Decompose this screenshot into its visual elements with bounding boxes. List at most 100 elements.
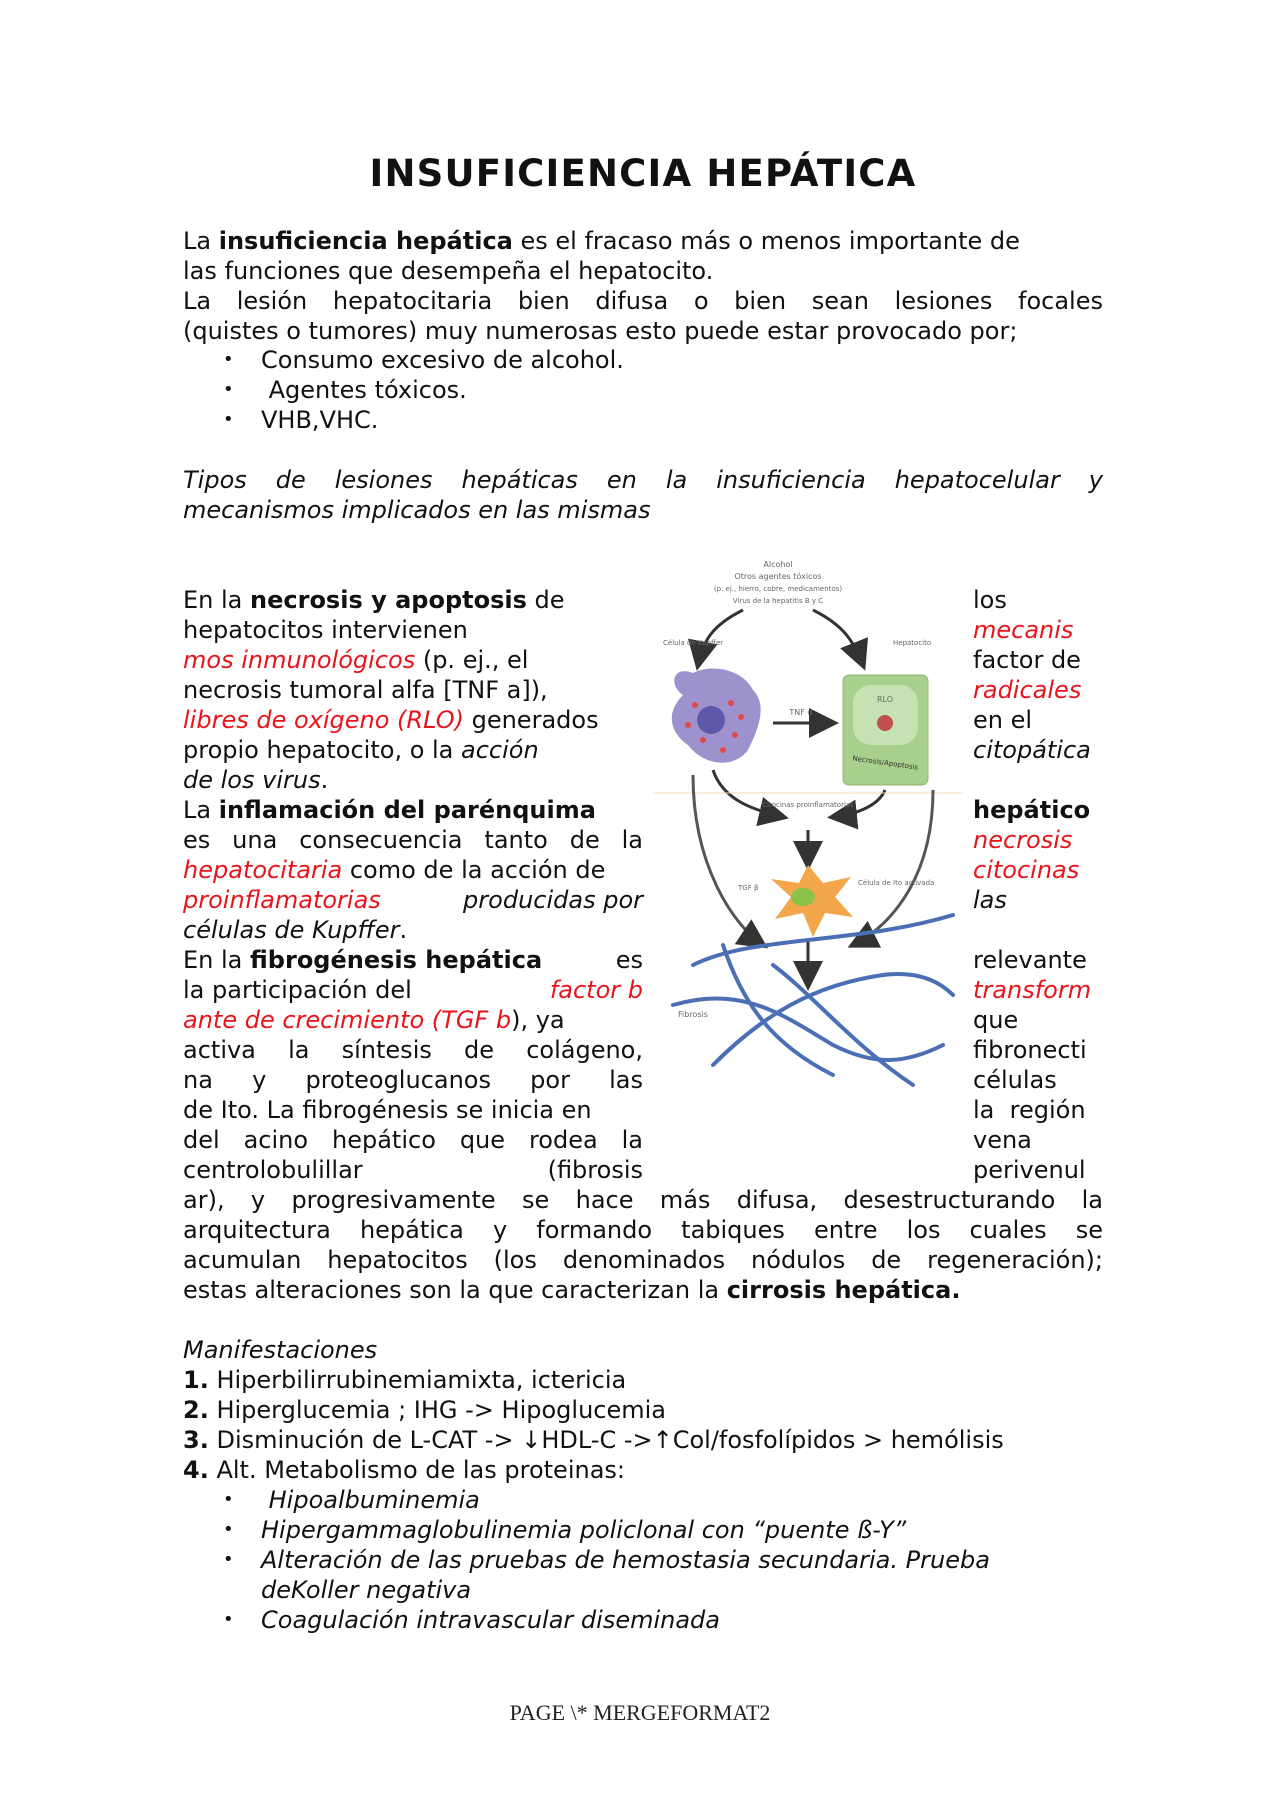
fibrogenesis-line: acumulan hepatocitos (los denominados nó… (183, 1246, 1103, 1274)
necrosis-right: radicales (973, 676, 1082, 704)
bullet-icon: • (223, 409, 234, 430)
necrosis-line: libres de oxígeno (RLO) generados (183, 706, 599, 734)
necrosis-right: mecanis (973, 616, 1074, 644)
bullet-icon: • (223, 1609, 234, 1630)
bullet-icon: • (223, 349, 234, 370)
figure-label-alcohol: Alcohol (763, 560, 792, 569)
intro-text: es el fracaso más o menos importante de (512, 227, 1020, 255)
fibrogenesis-line: de Ito. La fibrogénesis se inicia en (183, 1096, 592, 1124)
manifestacion-item: 2. Hiperglucemia ; IHG -> Hipoglucemia (183, 1396, 666, 1424)
protein-item: Hipoalbuminemia (261, 1486, 480, 1514)
manifestacion-item: 4. Alt. Metabolismo de las proteinas: (183, 1456, 625, 1484)
intro-line-2: las funciones que desempeña el hepatocit… (183, 257, 714, 285)
hepatocyte-nucleus-icon (877, 715, 893, 731)
inflamacion-right: hepático (973, 796, 1091, 824)
fibrogenesis-right: transform (973, 976, 1092, 1004)
intro-line-1: La insuficiencia hepática es el fracaso … (183, 226, 1103, 256)
term-inflamacion: inflamación del parénquima (218, 796, 596, 824)
fibrogenesis-right: fibronecti (973, 1036, 1087, 1064)
inflamacion-line: es una consecuencia tanto de la (183, 826, 643, 854)
necrosis-right: citopática (973, 736, 1091, 764)
ito-nucleus-icon (791, 888, 815, 906)
manifestacion-item: 1. Hiperbilirrubinemiamixta, ictericia (183, 1366, 627, 1394)
fibrogenesis-right: células (973, 1066, 1057, 1094)
fibrogenesis-line: ante de crecimiento (TGF b), ya (183, 1006, 565, 1034)
figure-label-fibrosis: Fibrosis (678, 1010, 708, 1019)
intro-text: La (183, 227, 219, 255)
fibrogenesis-right: que (973, 1006, 1019, 1034)
fibrogenesis-line: estas alteraciones son la que caracteriz… (183, 1276, 961, 1304)
manifestaciones-heading: Manifestaciones (183, 1336, 378, 1364)
hepatocyte-inner-icon (853, 685, 918, 745)
arrow-hepatocyte-citocinas (827, 789, 887, 830)
fibrogenesis-line: na y proteoglucanos por las (183, 1066, 643, 1094)
inflamacion-line: La inflamación del parénquima (183, 796, 596, 824)
manifestacion-item: 3. Disminución de L-CAT -> ↓HDL-C ->↑Col… (183, 1426, 1004, 1454)
protein-item-continuation: deKoller negativa (261, 1576, 472, 1604)
necrosis-line: propio hepatocito, o la acción (183, 736, 539, 764)
fibrogenesis-right: perivenul (973, 1156, 1086, 1184)
fibrogenesis-right: la región (973, 1096, 1086, 1124)
page-title: INSUFICIENCIA HEPÁTICA (369, 152, 917, 195)
intro-line-4: (quistes o tumores) muy numerosas esto p… (183, 317, 1018, 345)
figure-label-toxicos: Otros agentes tóxicos (734, 571, 821, 581)
term-fibrogenesis: fibrogénesis hepática (250, 946, 543, 974)
liver-injury-diagram: Alcohol Otros agentes tóxicos (p. ej., h… (653, 560, 963, 1087)
necrosis-line: de los virus. (183, 766, 329, 794)
bullet-icon: • (223, 1549, 234, 1570)
arrow-hepatocyte-fibrosis (847, 789, 935, 948)
cause-item: Agentes tóxicos. (261, 376, 467, 404)
section-heading-line-1: Tipos de lesiones hepáticas en la insufi… (183, 466, 1103, 494)
fibrogenesis-line: del acino hepático que rodea la (183, 1126, 643, 1154)
term-cirrosis: cirrosis hepática. (726, 1276, 961, 1304)
fibrogenesis-line: activa la síntesis de colágeno, (183, 1036, 643, 1064)
fibrogenesis-right: relevante (973, 946, 1087, 974)
figure-label-ejemplos: (p. ej., hierro, cobre, medicamentos) (714, 585, 842, 593)
fibrogenesis-line: centrolobulillar(fibrosis (183, 1156, 643, 1184)
bullet-icon: • (223, 379, 234, 400)
protein-item: Coagulación intravascular diseminada (261, 1606, 720, 1634)
necrosis-line: hepatocitos intervienen (183, 616, 468, 644)
inflamacion-right: citocinas (973, 856, 1080, 884)
arrow-to-hepatocyte (812, 608, 869, 671)
term-necrosis: necrosis y apoptosis (250, 586, 527, 614)
figure-header-labels: Alcohol Otros agentes tóxicos (p. ej., h… (714, 560, 842, 605)
arrow-kupffer-citocinas (711, 769, 789, 827)
figure-label-citocinas: Citocinas proinflamatorias (762, 801, 854, 809)
fibrosis-fibers-icon (671, 913, 955, 1087)
fibrogenesis-line: la participación del factor b (183, 976, 643, 1004)
protein-item: Hipergammaglobulinemia policlonal con “p… (261, 1516, 907, 1544)
intro-line-3: La lesión hepatocitaria bien difusa o bi… (183, 287, 1103, 315)
bullet-icon: • (223, 1489, 234, 1510)
inflamacion-right: las (973, 886, 1007, 914)
cause-item: VHB,VHC. (261, 406, 379, 434)
necrosis-right: en el (973, 706, 1033, 734)
figure-label-hepatocito: Hepatocito (893, 639, 931, 647)
figure-label-ito: Célula de Ito activada (858, 879, 934, 887)
inflamacion-line: hepatocitaria como de la acción de (183, 856, 606, 884)
necrosis-line: mos inmunológicos (p. ej., el (183, 646, 529, 674)
arrow-kupffer-fibrosis (691, 774, 768, 949)
bullet-icon: • (223, 1519, 234, 1540)
inflamacion-line: células de Kupffer. (183, 916, 408, 944)
page-footer: PAGE \* MERGEFORMAT2 (509, 1700, 771, 1725)
figure-label-tgf: TGF β (737, 884, 758, 892)
protein-item: Alteración de las pruebas de hemostasia … (261, 1546, 990, 1574)
figure-label-tnf: TNF α (788, 708, 812, 717)
necrosis-line: necrosis tumoral alfa [TNF a]), (183, 676, 548, 704)
cause-item: Consumo excesivo de alcohol. (261, 346, 624, 374)
figure-label-virus: Virus de la hepatitis B y C (733, 597, 823, 605)
necrosis-right: los (973, 586, 1007, 614)
figure-label-kupffer: Célula de Kupffer (663, 639, 723, 647)
fibrogenesis-line: arquitectura hepática y formando tabique… (183, 1216, 1103, 1244)
fibrogenesis-line: En la fibrogénesis hepática es (183, 946, 643, 974)
fibrogenesis-right: vena (973, 1126, 1032, 1154)
term-insuficiencia: insuficiencia hepática (218, 227, 513, 255)
arrow-to-kupffer (688, 608, 744, 671)
fibrogenesis-line: ar), y progresivamente se hace más difus… (183, 1186, 1103, 1214)
figure-label-rlo: RLO (877, 695, 893, 704)
inflamacion-right: necrosis (973, 826, 1073, 854)
kupffer-nucleus-icon (697, 706, 725, 734)
necrosis-right: factor de (973, 646, 1081, 674)
